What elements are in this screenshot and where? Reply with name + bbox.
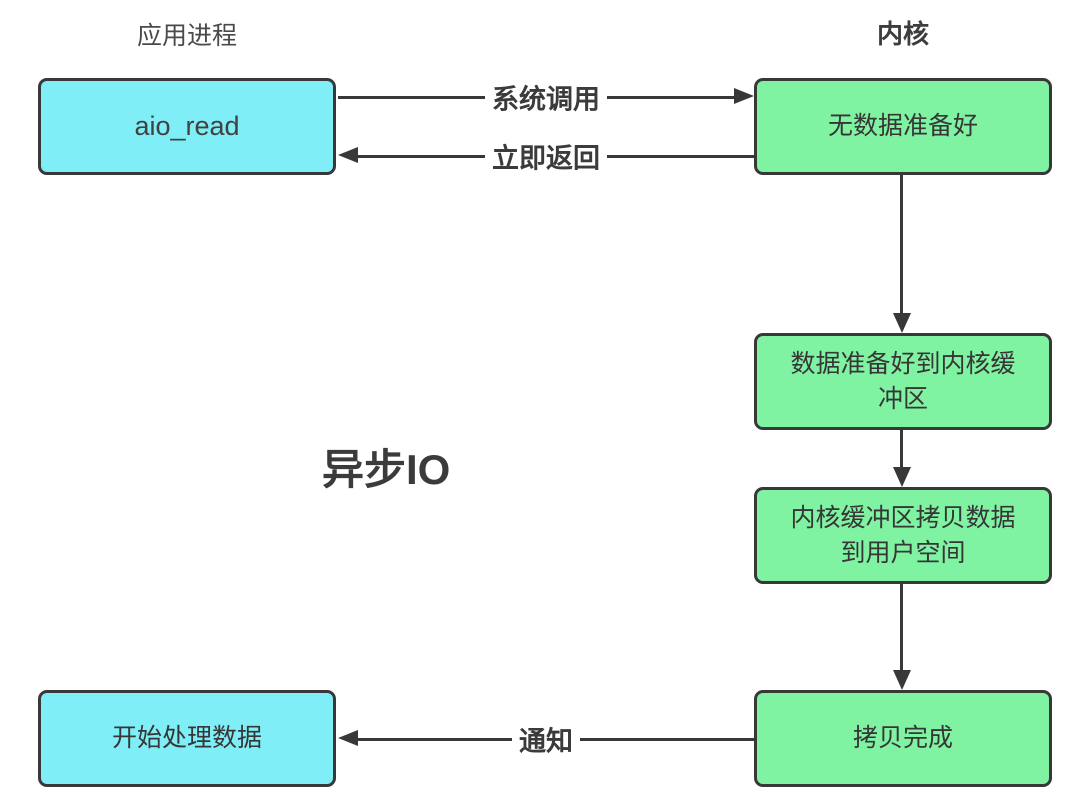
- node-no-data-ready-label: 无数据准备好: [827, 112, 978, 140]
- node-copy-complete: 拷贝完成: [754, 690, 1052, 787]
- node-no-data-ready: 无数据准备好: [754, 78, 1052, 175]
- arrowhead-down-icon: [892, 467, 911, 487]
- diagram-title: 异步IO: [322, 446, 451, 493]
- arrowhead-left-icon: [338, 147, 358, 163]
- node-aio-read-label: aio_read: [134, 110, 240, 141]
- immediate-return-arrow-label: 立即返回: [485, 136, 607, 176]
- arrow-shaft: [900, 430, 903, 468]
- system-call-arrow-label: 系统调用: [485, 77, 607, 117]
- arrow-shaft: [900, 175, 903, 314]
- notify-arrow-label: 通知: [512, 719, 580, 759]
- node-start-processing-data-label: 开始处理数据: [111, 724, 262, 752]
- arrowhead-right-icon: [734, 88, 754, 104]
- column-label-kernel: 内核: [876, 19, 929, 49]
- node-kernel-buffer-copy-to-user-space: 内核缓冲区拷贝数据到用户空间: [754, 487, 1052, 584]
- arrowhead-down-icon: [892, 313, 911, 333]
- data-arrives-arrow: [892, 175, 911, 333]
- node-copy-complete-label: 拷贝完成: [852, 724, 953, 752]
- copy-data-arrow: [892, 430, 911, 487]
- arrowhead-down-icon: [892, 670, 911, 690]
- arrow-shaft: [900, 584, 903, 671]
- node-kernel-buffer-copy-to-user-space-label: 内核缓冲区拷贝数据到用户空间: [790, 503, 1016, 567]
- node-start-processing-data: 开始处理数据: [38, 690, 336, 787]
- node-aio-read: aio_read: [38, 78, 336, 175]
- node-data-ready-to-kernel-buffer-label: 数据准备好到内核缓冲区: [790, 349, 1016, 413]
- column-label-application-process: 应用进程: [136, 22, 237, 50]
- node-data-ready-to-kernel-buffer: 数据准备好到内核缓冲区: [754, 333, 1052, 430]
- arrowhead-left-icon: [338, 730, 358, 746]
- copy-done-arrow: [892, 584, 911, 690]
